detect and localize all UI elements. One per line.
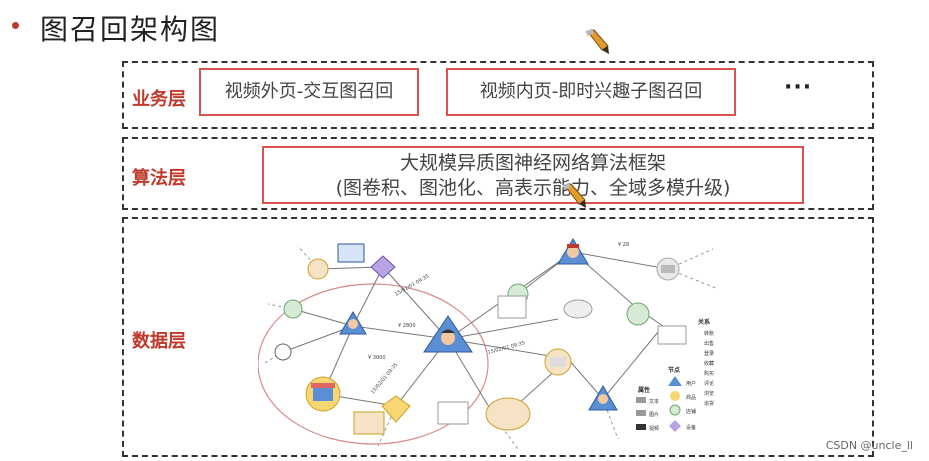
business-layer-label: 业务层 bbox=[132, 89, 186, 110]
algorithm-subtitle: (图卷积、图池化、高表示能力、全域多模升级) bbox=[335, 177, 731, 199]
page-title: 图召回架构图 bbox=[40, 13, 221, 46]
device-node bbox=[274, 343, 292, 361]
item-node bbox=[563, 299, 593, 319]
edge-label: ¥ 28 bbox=[618, 242, 629, 248]
biz-item-external: 视频外页-交互图召回 bbox=[199, 68, 419, 116]
attr-card bbox=[437, 401, 469, 425]
bullet-dot bbox=[12, 22, 19, 29]
legend-relation: 浏览 bbox=[704, 390, 714, 397]
biz-item-internal: 视频内页-即时兴趣子图召回 bbox=[446, 68, 736, 116]
shop-node bbox=[307, 258, 329, 280]
legend-attr: 文本 bbox=[649, 398, 659, 405]
legend-relation: 出售 bbox=[704, 340, 714, 347]
legend-nodes-title: 节点 bbox=[668, 366, 680, 374]
legend-relation: 收藏 bbox=[704, 360, 714, 367]
graph-legend: 关系 转账 出售 登录 收藏 购买 评论 浏览 追货 节点 用户 商品 店铺 设… bbox=[636, 318, 714, 432]
user-node bbox=[339, 311, 367, 335]
pencil-cursor-icon bbox=[585, 28, 609, 54]
edge-label: ¥ 3000 bbox=[368, 355, 386, 361]
item-node bbox=[626, 302, 650, 326]
user-node bbox=[588, 385, 618, 411]
heterogeneous-graph: ¥ 2800 ¥ 3000 ¥ 28 15/02/01 09:35 15/02/… bbox=[258, 238, 719, 450]
legend-node: 设备 bbox=[686, 424, 696, 431]
user-node bbox=[557, 238, 589, 265]
legend-node: 用户 bbox=[686, 380, 696, 387]
user-node bbox=[423, 315, 473, 353]
device-node bbox=[370, 255, 396, 279]
device-node bbox=[381, 395, 411, 423]
attr-card bbox=[497, 295, 527, 319]
edge-label: 15/02/01 09:35 bbox=[370, 362, 399, 395]
business-layer: 业务层 视频外页-交互图召回 视频内页-即时兴趣子图召回 ··· bbox=[122, 61, 874, 129]
shop-node bbox=[305, 376, 341, 412]
algorithm-box: 大规模异质图神经网络算法框架 (图卷积、图池化、高表示能力、全域多模升级) bbox=[262, 146, 804, 204]
legend-attr: 图片 bbox=[649, 411, 659, 418]
attr-card bbox=[657, 325, 687, 345]
algorithm-title: 大规模异质图神经网络算法框架 bbox=[399, 152, 666, 174]
data-layer-label: 数据层 bbox=[132, 331, 186, 352]
legend-attrs-title: 属性 bbox=[638, 386, 650, 394]
cluster-circle bbox=[258, 283, 489, 445]
legend-relations-title: 关系 bbox=[698, 318, 710, 326]
legend-relation: 登录 bbox=[704, 350, 714, 357]
legend-attr: 视频 bbox=[649, 425, 659, 432]
shop-node bbox=[544, 348, 572, 376]
shop-node bbox=[656, 257, 680, 281]
legend-relation: 评论 bbox=[704, 380, 714, 387]
legend-relation: 追货 bbox=[704, 400, 714, 407]
item-node bbox=[283, 299, 303, 319]
legend-relation: 购买 bbox=[704, 370, 714, 377]
edge-label: ¥ 2800 bbox=[398, 323, 416, 329]
algorithm-layer-label: 算法层 bbox=[132, 168, 186, 189]
legend-node: 商品 bbox=[686, 394, 696, 401]
pencil-cursor-icon bbox=[562, 182, 586, 208]
attr-card bbox=[353, 411, 385, 435]
graph-edges bbox=[282, 251, 669, 423]
more-ellipsis: ··· bbox=[784, 75, 813, 100]
item-node bbox=[485, 397, 531, 431]
device-node bbox=[337, 243, 365, 263]
edge-label: 15/02/01 09:35 bbox=[487, 340, 526, 356]
data-layer: 数据层 bbox=[122, 217, 874, 457]
algorithm-layer: 算法层 大规模异质图神经网络算法框架 (图卷积、图池化、高表示能力、全域多模升级… bbox=[122, 137, 874, 210]
watermark: CSDN @uncle_ll bbox=[825, 439, 913, 452]
legend-relation: 转账 bbox=[704, 330, 714, 337]
legend-node: 店铺 bbox=[686, 408, 696, 415]
